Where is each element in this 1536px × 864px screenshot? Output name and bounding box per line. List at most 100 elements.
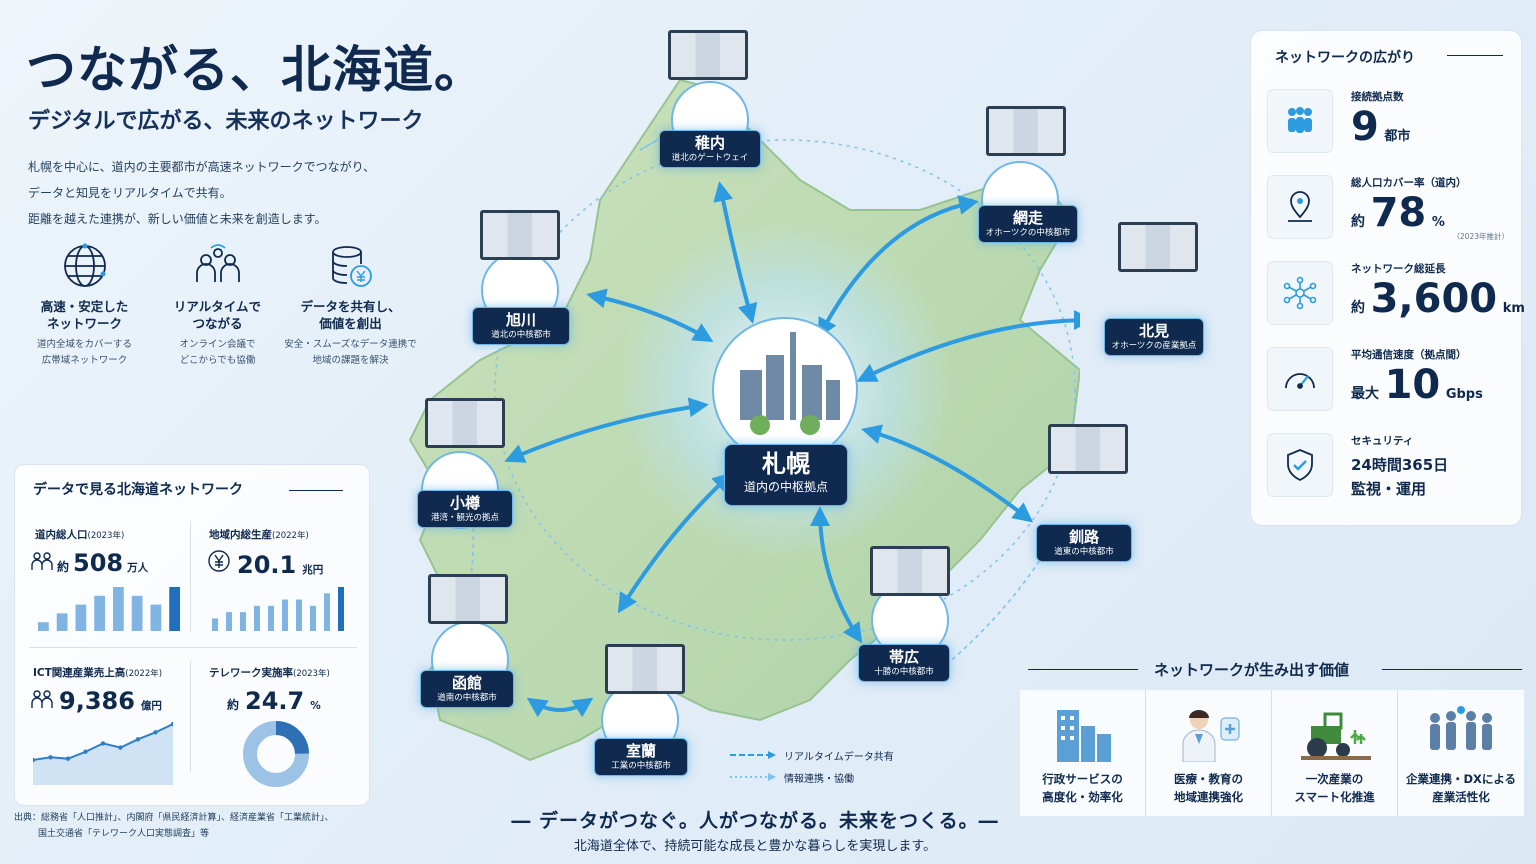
- link-wakkanai: [713, 181, 758, 324]
- feature-list: 高速・安定した ネットワーク 道内全域をカバーする 広帯域ネットワーク リアルタ…: [18, 240, 418, 380]
- chart-bar: [338, 587, 344, 631]
- laptop-asahikawa-icon: [480, 210, 560, 260]
- ict-point: [48, 755, 53, 760]
- divider: [190, 661, 191, 773]
- city-name: 小樽: [449, 494, 480, 512]
- stat-label-text: ICT関連産業売上高: [33, 667, 126, 679]
- link-kushiro: [861, 424, 1034, 523]
- laptop-wakkanai-icon: [668, 30, 748, 80]
- ict-point: [33, 757, 36, 763]
- link-asahikawa: [586, 288, 714, 343]
- chart-bar: [310, 605, 316, 631]
- stat-label-year: (2023年): [293, 669, 330, 679]
- chart-bar: [254, 605, 260, 631]
- network-label: セキュリティ: [1351, 435, 1414, 447]
- values-list: 行政サービスの 高度化・効率化 医療・教育の 地域連携強化 一次産業の スマート…: [1020, 690, 1526, 818]
- dashed-arrow-icon: [730, 751, 776, 759]
- description-line: 札幌を中心に、道内の主要都市が高速ネットワークでつながり、: [28, 160, 376, 174]
- network-number: 3,600: [1370, 276, 1498, 322]
- network-item-sites: 接続拠点数 9 都市: [1267, 89, 1509, 155]
- stat-number: 508: [73, 549, 124, 577]
- feature-title: 高速・安定した: [40, 299, 129, 314]
- telework-donut-chart: [243, 721, 309, 787]
- legend-collab-label: 情報連携・協働: [784, 773, 854, 785]
- ict-point: [153, 730, 158, 735]
- yen-icon: [208, 550, 230, 572]
- feature-title: データを共有し、: [300, 299, 401, 314]
- feature-desc-line: 地域の課題を解決: [312, 355, 389, 366]
- stat-population-value: 約 508 万人: [31, 549, 148, 577]
- dotted-arrow-icon: [730, 773, 776, 781]
- chart-bar: [268, 605, 274, 631]
- stats-card: データで見る北海道ネットワーク 道内総人口(2023年) 約 508 万人 地域…: [14, 464, 370, 806]
- ict-point: [65, 756, 71, 761]
- feature-desc-line: 広帯域ネットワーク: [41, 355, 128, 366]
- stat-label-year: (2022年): [272, 531, 309, 541]
- divider: [1028, 669, 1138, 670]
- stat-label-gdp: 地域内総生産(2022年): [209, 527, 309, 542]
- value-line: 高度化・効率化: [1042, 790, 1123, 804]
- map-legend: リアルタイムデータ共有 情報連携・協働: [730, 744, 894, 788]
- network-unit: km: [1502, 301, 1525, 316]
- feature-desc-line: オンライン会議で: [179, 339, 256, 350]
- city-name: 北見: [1138, 322, 1169, 340]
- description-line: データと知見をリアルタイムで共有。: [28, 186, 232, 200]
- people-connect-icon: [192, 240, 244, 292]
- network-label: 平均通信速度（拠点間）: [1351, 349, 1467, 361]
- people-icon: [31, 552, 53, 570]
- city-desc: 道北の中核都市: [491, 330, 551, 340]
- city-label-hakodate[interactable]: 函館 道南の中核都市: [420, 670, 514, 708]
- city-label-obihiro[interactable]: 帯広 十勝の中核都市: [858, 644, 950, 682]
- link-hakodate: [617, 472, 733, 614]
- description-line: 距離を越えた連携が、新しい価値と未来を創造します。: [28, 212, 327, 226]
- value-text: 一次産業の スマート化推進: [1272, 770, 1397, 806]
- legend-realtime: リアルタイムデータ共有: [730, 744, 894, 766]
- stat-number: 20.1: [237, 551, 297, 579]
- footer-subtext: 北海道全体で、持続可能な成長と豊かな暮らしを実現します。: [573, 839, 937, 854]
- ict-area-chart: [33, 721, 173, 785]
- city-name: 帯広: [888, 648, 919, 666]
- city-desc: オホーツクの産業拠点: [1111, 341, 1197, 351]
- value-item-business: 企業連携・DXによる 産業活性化: [1398, 690, 1524, 816]
- city-desc: 道南の中核都市: [437, 693, 497, 703]
- city-name: 稚内: [694, 134, 725, 152]
- city-label-wakkanai[interactable]: 稚内 道北のゲートウェイ: [659, 130, 761, 168]
- city-label-asahikawa[interactable]: 旭川 道北の中核都市: [472, 307, 570, 345]
- network-label: 接続拠点数: [1351, 91, 1404, 103]
- link-kitami: [856, 310, 1080, 382]
- values-title: ネットワークが生み出す価値: [1154, 661, 1350, 679]
- feature-desc-line: 道内全域をカバーする: [36, 339, 132, 350]
- city-desc: 道東の中核都市: [1054, 547, 1114, 557]
- stat-telework-value: 約 24.7 %: [227, 687, 321, 715]
- value-item-gov: 行政サービスの 高度化・効率化: [1020, 690, 1146, 816]
- city-label-kitami[interactable]: 北見 オホーツクの産業拠点: [1104, 318, 1204, 356]
- city-label-abashiri[interactable]: 網走 オホーツクの中核都市: [978, 205, 1078, 243]
- city-label-muroran[interactable]: 室蘭 工業の中核都市: [594, 738, 688, 776]
- feature-title: リアルタイムで: [173, 299, 262, 314]
- ict-point: [100, 741, 106, 746]
- network-label: ネットワーク総延長: [1351, 263, 1446, 275]
- city-label-sapporo[interactable]: 札幌 道内の中枢拠点: [724, 444, 848, 506]
- city-desc: 道北のゲートウェイ: [671, 153, 749, 163]
- network-unit: Gbps: [1445, 387, 1483, 402]
- network-note: （2023年推計）: [1452, 232, 1509, 241]
- map-pin-icon: [1267, 175, 1333, 239]
- chart-bar: [212, 618, 218, 631]
- city-label-kushiro[interactable]: 釧路 道東の中核都市: [1036, 524, 1132, 562]
- network-panel: ネットワークの広がり 接続拠点数 9 都市 総人口カバー率（道内） 約 78 %…: [1250, 30, 1525, 526]
- chart-bar: [296, 599, 302, 631]
- value-line: 企業連携・DXによる: [1405, 772, 1517, 786]
- city-name: 釧路: [1068, 528, 1099, 546]
- city-buildings-icon: [1057, 710, 1111, 762]
- laptop-muroran-icon: [605, 644, 685, 694]
- stat-unit: 億円: [140, 700, 162, 712]
- chart-bar: [282, 599, 288, 631]
- network-unit: 都市: [1384, 129, 1411, 144]
- chart-bar: [94, 595, 105, 631]
- chart-bar: [226, 612, 232, 631]
- footer-slogan: ― データがつなぐ。人がつながる。未来をつくる。―: [511, 810, 999, 832]
- page-subtitle: デジタルで広がる、未来のネットワーク: [28, 109, 424, 134]
- city-label-otaru[interactable]: 小樽 港湾・観光の拠点: [417, 490, 513, 528]
- speedometer-icon: [1267, 347, 1333, 411]
- feature-title: つながる: [192, 316, 243, 331]
